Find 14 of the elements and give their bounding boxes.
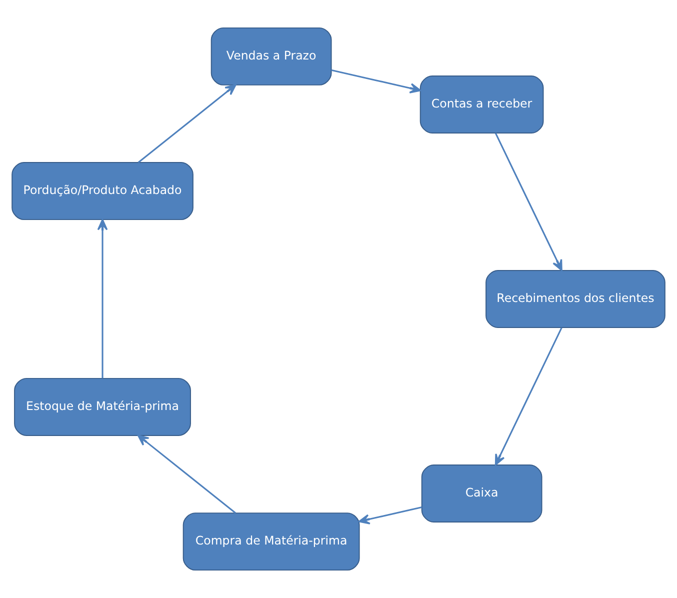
arrow	[331, 69, 421, 94]
node-box: Estoque de Matéria-prima	[14, 378, 191, 436]
node-box: Caixa	[421, 464, 542, 523]
arrow	[494, 132, 562, 271]
node-box: Contas a receber	[420, 75, 544, 134]
arrow	[137, 434, 236, 514]
node-box: Compra de Matéria-prima	[182, 512, 360, 571]
arrow	[494, 327, 562, 466]
node-box: Vendas a Prazo	[210, 27, 332, 86]
node-box: Pordução/Produto Acabado	[12, 162, 194, 220]
arrow	[97, 219, 108, 378]
arrow	[358, 506, 422, 524]
node-box: Recebimentos dos clientes	[486, 270, 666, 328]
arrow	[138, 84, 236, 164]
